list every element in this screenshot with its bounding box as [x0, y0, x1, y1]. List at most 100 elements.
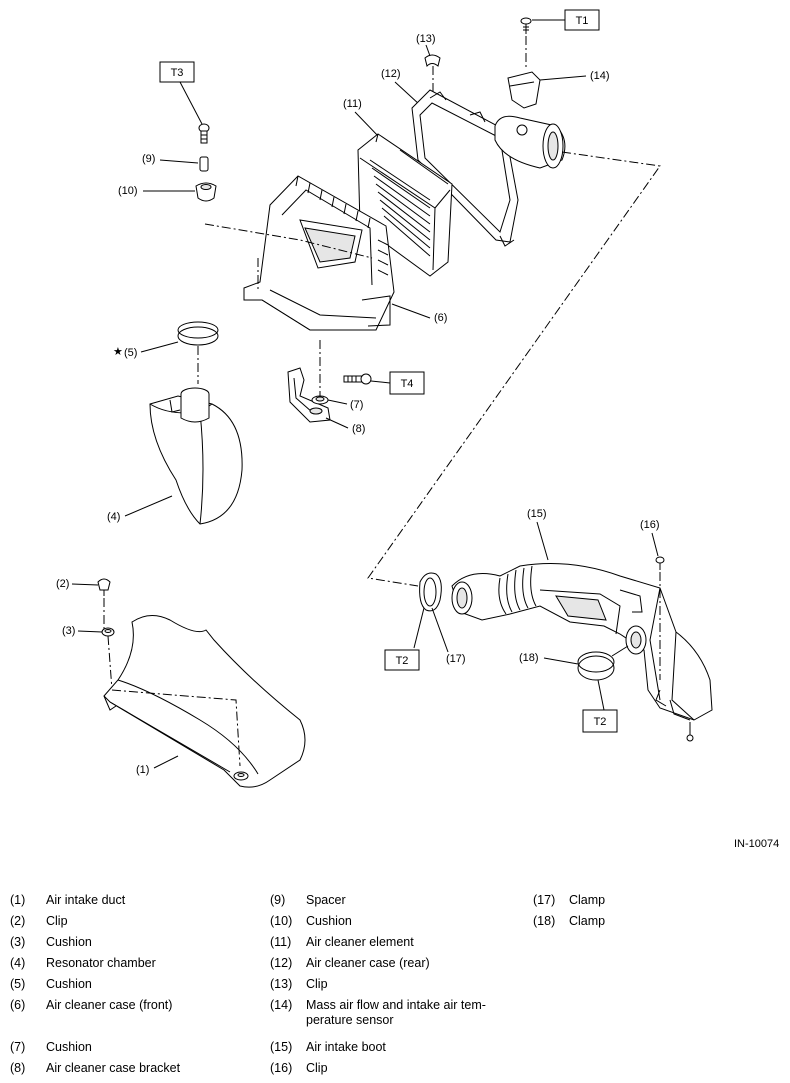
legend-item-name: Resonator chamber: [46, 956, 156, 970]
svg-text:T2: T2: [396, 655, 409, 667]
legend-item-name: Air cleaner case bracket: [46, 1061, 181, 1075]
bolt-t4: [343, 373, 391, 385]
legend-item: (13) Clip: [270, 977, 506, 992]
exploded-parts-diagram: T1 (13) (12) (14) (11): [56, 9, 779, 850]
assembly-guide-line: [367, 151, 661, 587]
svg-text:(13): (13): [416, 33, 436, 45]
legend-item-name: Cushion: [46, 977, 92, 991]
bolt-t1: [520, 17, 532, 70]
svg-text:(6): (6): [434, 312, 447, 324]
legend-item-name: Clamp: [569, 914, 606, 928]
part-9-spacer: (9): [142, 153, 209, 172]
torque-tag-t4: T4: [389, 371, 425, 395]
legend-item-number: (1): [10, 893, 26, 907]
part-14-maf-sensor: (14): [494, 70, 610, 169]
parts-legend: (1) Air intake duct (2) Clip (3) Cushion (4) Re…: [0, 893, 790, 1078]
legend-item: (7) Cushion: [10, 1040, 246, 1055]
part-5-cushion: ★ (5): [113, 321, 219, 384]
svg-text:(11): (11): [343, 98, 362, 110]
svg-text:(8): (8): [352, 423, 365, 435]
legend-item: (6) Air cleaner case (front): [10, 998, 246, 1013]
svg-text:(18): (18): [519, 652, 539, 664]
part-15-air-intake-boot: (15): [451, 508, 713, 742]
svg-text:(7): (7): [350, 399, 363, 411]
legend-item: (1) Air intake duct: [10, 893, 246, 908]
part-8-air-cleaner-case-bracket: (8): [287, 367, 365, 435]
part-1-air-intake-duct: (1): [103, 615, 306, 788]
svg-text:(14): (14): [590, 70, 610, 82]
bolt-t3: [198, 123, 210, 144]
legend-item-number: (8): [10, 1061, 26, 1075]
legend-item-name: Spacer: [306, 893, 346, 907]
svg-text:(5): (5): [124, 347, 137, 359]
legend-item-number: (14): [270, 998, 293, 1012]
legend-item-name: Clip: [306, 1061, 328, 1075]
legend-item: (18) Clamp: [533, 914, 769, 929]
svg-text:(2): (2): [56, 578, 69, 590]
legend-item-number: (15): [270, 1040, 293, 1054]
part-10-cushion: (10): [118, 182, 217, 202]
legend-item: (11) Air cleaner element: [270, 935, 506, 950]
svg-text:(15): (15): [527, 508, 547, 520]
part-7-cushion: (7): [311, 340, 363, 411]
legend-item-number: (10): [270, 914, 293, 928]
torque-tag-t1: T1: [532, 9, 600, 31]
legend-item-name: Air cleaner case (front): [46, 998, 173, 1012]
svg-text:(4): (4): [107, 511, 120, 523]
part-18-clamp: (18): [519, 625, 647, 711]
legend-item-number: (16): [270, 1061, 293, 1075]
legend-item: (16) Clip: [270, 1061, 506, 1076]
legend-item: (12)Air cleaner case (rear): [270, 956, 506, 971]
legend-item-name: Mass air flow and intake air tem- peratu…: [306, 998, 486, 1027]
legend-item-number: (2): [10, 914, 26, 928]
legend-item-number: (9): [270, 893, 286, 907]
svg-text:(1): (1): [136, 764, 149, 776]
figure-id: IN-10074: [734, 838, 779, 850]
svg-text:T4: T4: [401, 378, 414, 390]
legend-item-number: (7): [10, 1040, 26, 1054]
torque-tag-t3: T3: [159, 61, 203, 125]
legend-item: (14) Mass air flow and intake air tem- pe…: [270, 998, 506, 1028]
svg-text:T2: T2: [594, 716, 607, 728]
legend-item-number: (12): [270, 956, 293, 970]
legend-item: (9) Spacer: [270, 893, 506, 908]
legend-item-name: Cushion: [306, 914, 352, 928]
svg-text:(17): (17): [446, 653, 466, 665]
legend-item-number: (6): [10, 998, 26, 1012]
legend-item: (8) Air cleaner case bracket: [10, 1061, 246, 1076]
legend-item-number: (3): [10, 935, 26, 949]
legend-item-number: (5): [10, 977, 26, 991]
legend-item-number: (11): [270, 935, 292, 949]
part-6-air-cleaner-case-front: (6): [204, 175, 447, 331]
legend-item-name: Cushion: [46, 1040, 92, 1054]
svg-text:T3: T3: [171, 67, 184, 79]
part-2-clip: (2): [56, 578, 111, 630]
legend-item-number: (4): [10, 956, 26, 970]
legend-item-number: (18): [533, 914, 556, 928]
legend-item-name: Cushion: [46, 935, 92, 949]
torque-tag-t2-left: T2: [384, 649, 420, 671]
svg-text:(3): (3): [62, 625, 75, 637]
legend-item: (17)Clamp: [533, 893, 769, 908]
legend-item-name: Air intake duct: [46, 893, 126, 907]
svg-text:T1: T1: [576, 15, 589, 27]
legend-item-name: Clip: [306, 977, 328, 991]
legend-item-name: Air cleaner element: [306, 935, 414, 949]
torque-tag-t2-right: T2: [582, 709, 618, 733]
legend-item-number: (17): [533, 893, 556, 907]
svg-text:(12): (12): [381, 68, 401, 80]
svg-text:(10): (10): [118, 185, 138, 197]
part-3-cushion: (3): [62, 625, 115, 691]
part-13-clip: (13): [416, 33, 441, 100]
legend-item: (3) Cushion: [10, 935, 246, 950]
part-4-resonator-chamber: (4): [107, 387, 243, 525]
svg-text:(9): (9): [142, 153, 155, 165]
legend-item: (5) Cushion: [10, 977, 246, 992]
legend-item: (15) Air intake boot: [270, 1040, 506, 1055]
legend-item-number: (13): [270, 977, 293, 991]
part-16-clip: (16): [640, 519, 665, 680]
svg-text:★: ★: [113, 346, 123, 358]
part-17-clamp: (17): [413, 572, 466, 665]
legend-item-name: Air intake boot: [306, 1040, 386, 1054]
legend-item: (4) Resonator chamber: [10, 956, 246, 971]
